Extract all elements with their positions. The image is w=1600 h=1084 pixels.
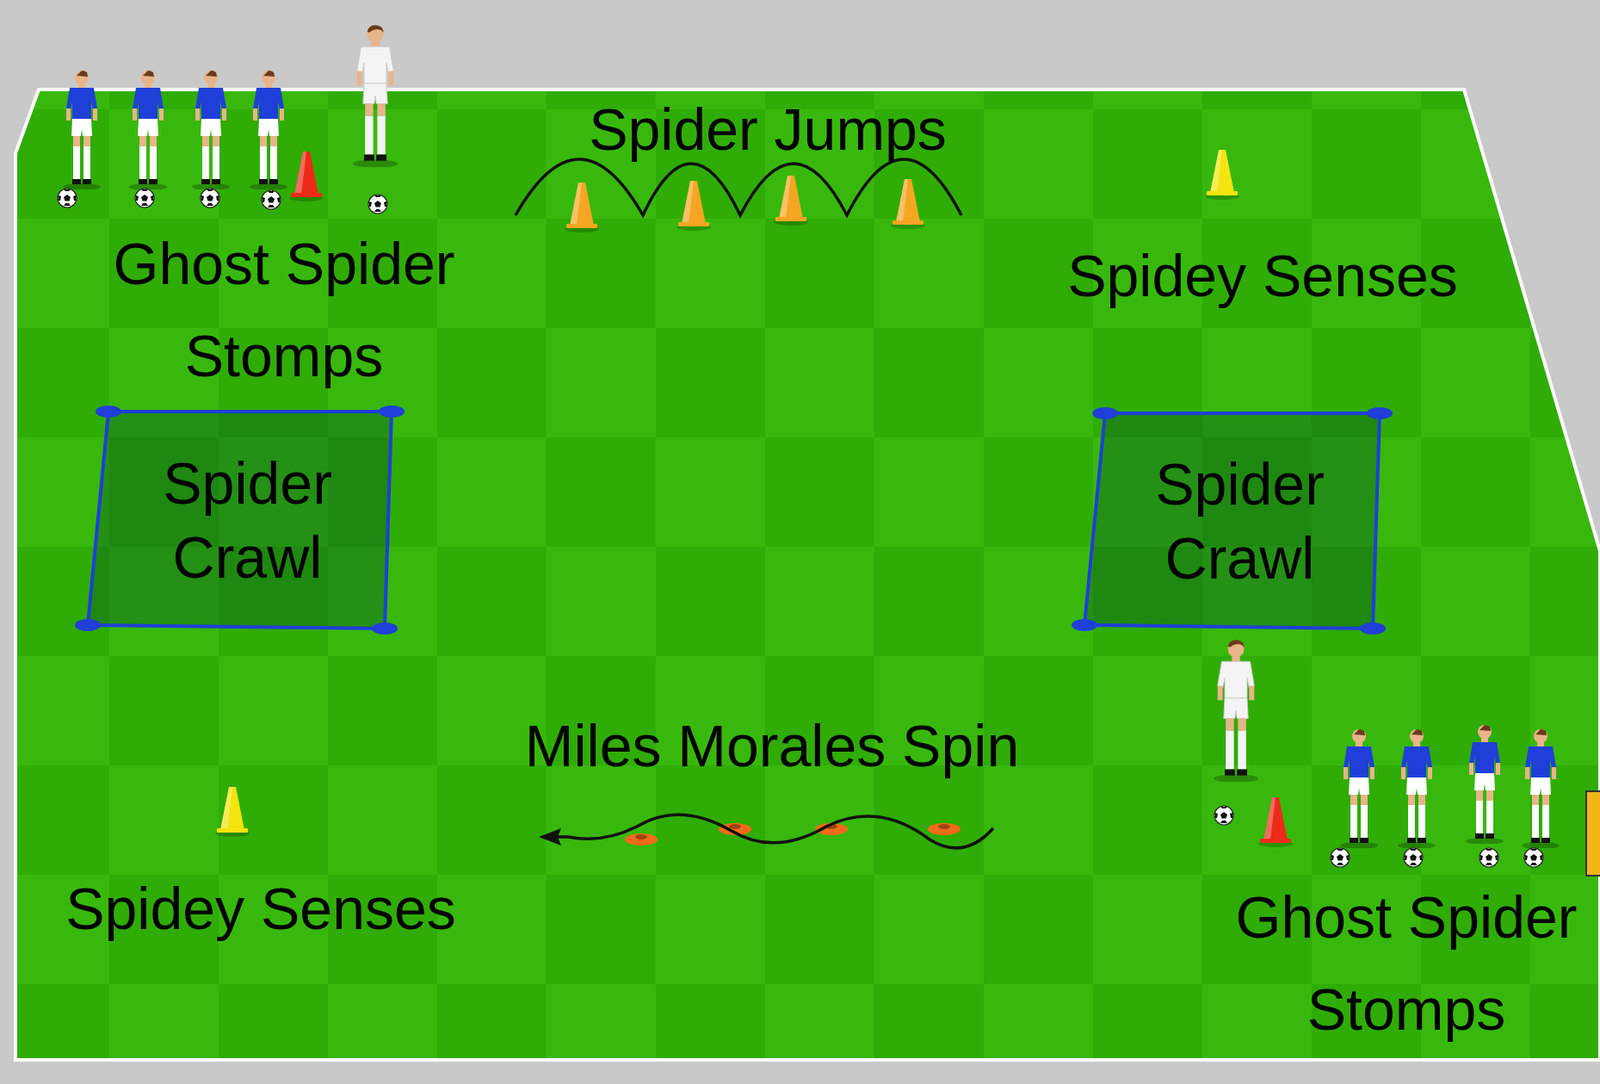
grid-outline (103, 411, 392, 629)
grid-label: Spider Crawl (1115, 446, 1365, 595)
players-bottom-right (1213, 639, 1600, 876)
drill-label: Miles Morales Spin (436, 699, 1108, 792)
drill-label: Spidey Senses (995, 229, 1530, 322)
drill-label: Spidey Senses (19, 862, 502, 955)
drill-label: Spider Jumps (500, 83, 1035, 176)
yellow-cone (215, 786, 250, 837)
jump-path (515, 159, 962, 216)
drill-label: Ghost Spider Stomps (1182, 871, 1600, 1056)
grid-outline (1099, 413, 1380, 629)
crawl-grid: Spider Crawl (103, 411, 392, 629)
crawl-grid: Spider Crawl (1099, 413, 1380, 629)
jump-cones (515, 159, 962, 233)
players-top-left (57, 24, 398, 214)
spin-path (538, 814, 994, 848)
grid-label: Spider Crawl (118, 445, 377, 594)
yellow-cone (1204, 149, 1240, 200)
drill-label: Ghost Spider Stomps (60, 217, 508, 402)
